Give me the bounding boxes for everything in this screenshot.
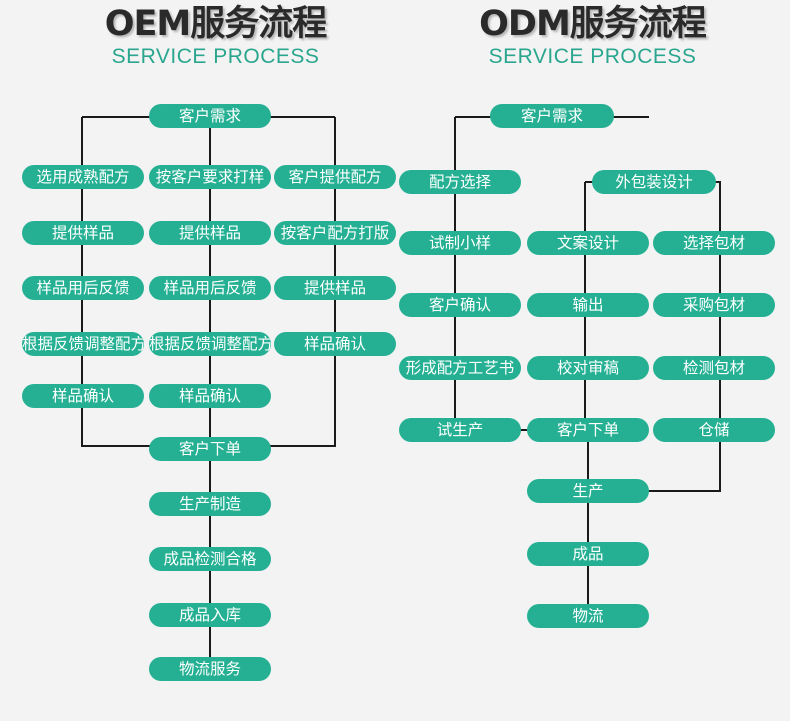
odm-right-node: 选择包材 [653,231,775,255]
oem-tail-node: 生产制造 [149,492,271,516]
odm-node-packaging: 外包装设计 [592,170,716,194]
odm-left-node: 形成配方工艺书 [399,356,521,380]
odm-left-node: 客户确认 [399,293,521,317]
oem-col1-node: 提供样品 [22,221,144,245]
oem-col3-node: 样品确认 [274,332,396,356]
odm-tail-node: 成品 [527,542,649,566]
odm-left-loop [454,117,527,431]
oem-col2-node: 样品确认 [149,384,271,408]
odm-right-loop [585,181,721,492]
oem-tail-node: 成品入库 [149,603,271,627]
odm-left-node: 试生产 [399,418,521,442]
oem-tail-node: 成品检测合格 [149,547,271,571]
odm-mid-node: 输出 [527,293,649,317]
oem-col3-node: 客户提供配方 [274,165,396,189]
odm-tail-node: 生产 [527,479,649,503]
odm-mid-node: 客户下单 [527,418,649,442]
oem-col1-node: 根据反馈调整配方 [22,332,144,356]
oem-col1-node: 选用成熟配方 [22,165,144,189]
oem-col2-node: 样品用后反馈 [149,276,271,300]
oem-col2-node: 根据反馈调整配方 [149,332,271,356]
oem-col1-node: 样品确认 [22,384,144,408]
oem-node-order: 客户下单 [149,437,271,461]
odm-left-node: 试制小样 [399,231,521,255]
oem-col2-node: 按客户要求打样 [149,165,271,189]
oem-col3-node: 按客户配方打版 [274,221,396,245]
odm-node-start: 客户需求 [490,104,614,128]
oem-tail-node: 物流服务 [149,657,271,681]
oem-title: OEM服务流程 [104,4,328,44]
odm-mid-node: 校对审稿 [527,356,649,380]
odm-subtitle: SERVICE PROCESS [488,45,697,68]
oem-subtitle: SERVICE PROCESS [111,45,320,68]
oem-col1-node: 样品用后反馈 [22,276,144,300]
odm-right-node: 仓储 [653,418,775,442]
oem-col3-node: 提供样品 [274,276,396,300]
odm-right-node: 采购包材 [653,293,775,317]
oem-node-start: 客户需求 [149,104,271,128]
odm-mid-node: 文案设计 [527,231,649,255]
odm-title: ODM服务流程 [479,4,707,44]
oem-col2-node: 提供样品 [149,221,271,245]
odm-right-node: 检测包材 [653,356,775,380]
odm-tail-node: 物流 [527,604,649,628]
odm-left-node: 配方选择 [399,170,521,194]
